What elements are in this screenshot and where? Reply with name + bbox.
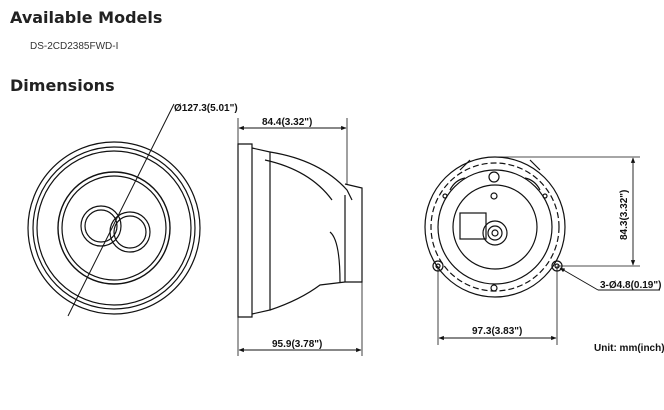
screw-holes-label: 3-Ø4.8(0.19") (600, 280, 661, 291)
base-height-label: 84.3(3.32") (619, 190, 630, 240)
base-width-label: 97.3(3.83") (472, 326, 522, 337)
model-name: DS-2CD2385FWD-I (30, 41, 119, 52)
side-bottom-width-label: 95.9(3.78") (272, 339, 322, 350)
side-top-width-label: 84.4(3.32") (262, 117, 312, 128)
dimensions-title: Dimensions (10, 76, 115, 95)
diameter-label: Ø127.3(5.01") (174, 103, 238, 114)
unit-label: Unit: mm(inch) (594, 343, 664, 354)
side-view (237, 118, 363, 356)
available-models-title: Available Models (10, 8, 163, 27)
front-view (27, 103, 201, 317)
base-view (424, 156, 660, 345)
